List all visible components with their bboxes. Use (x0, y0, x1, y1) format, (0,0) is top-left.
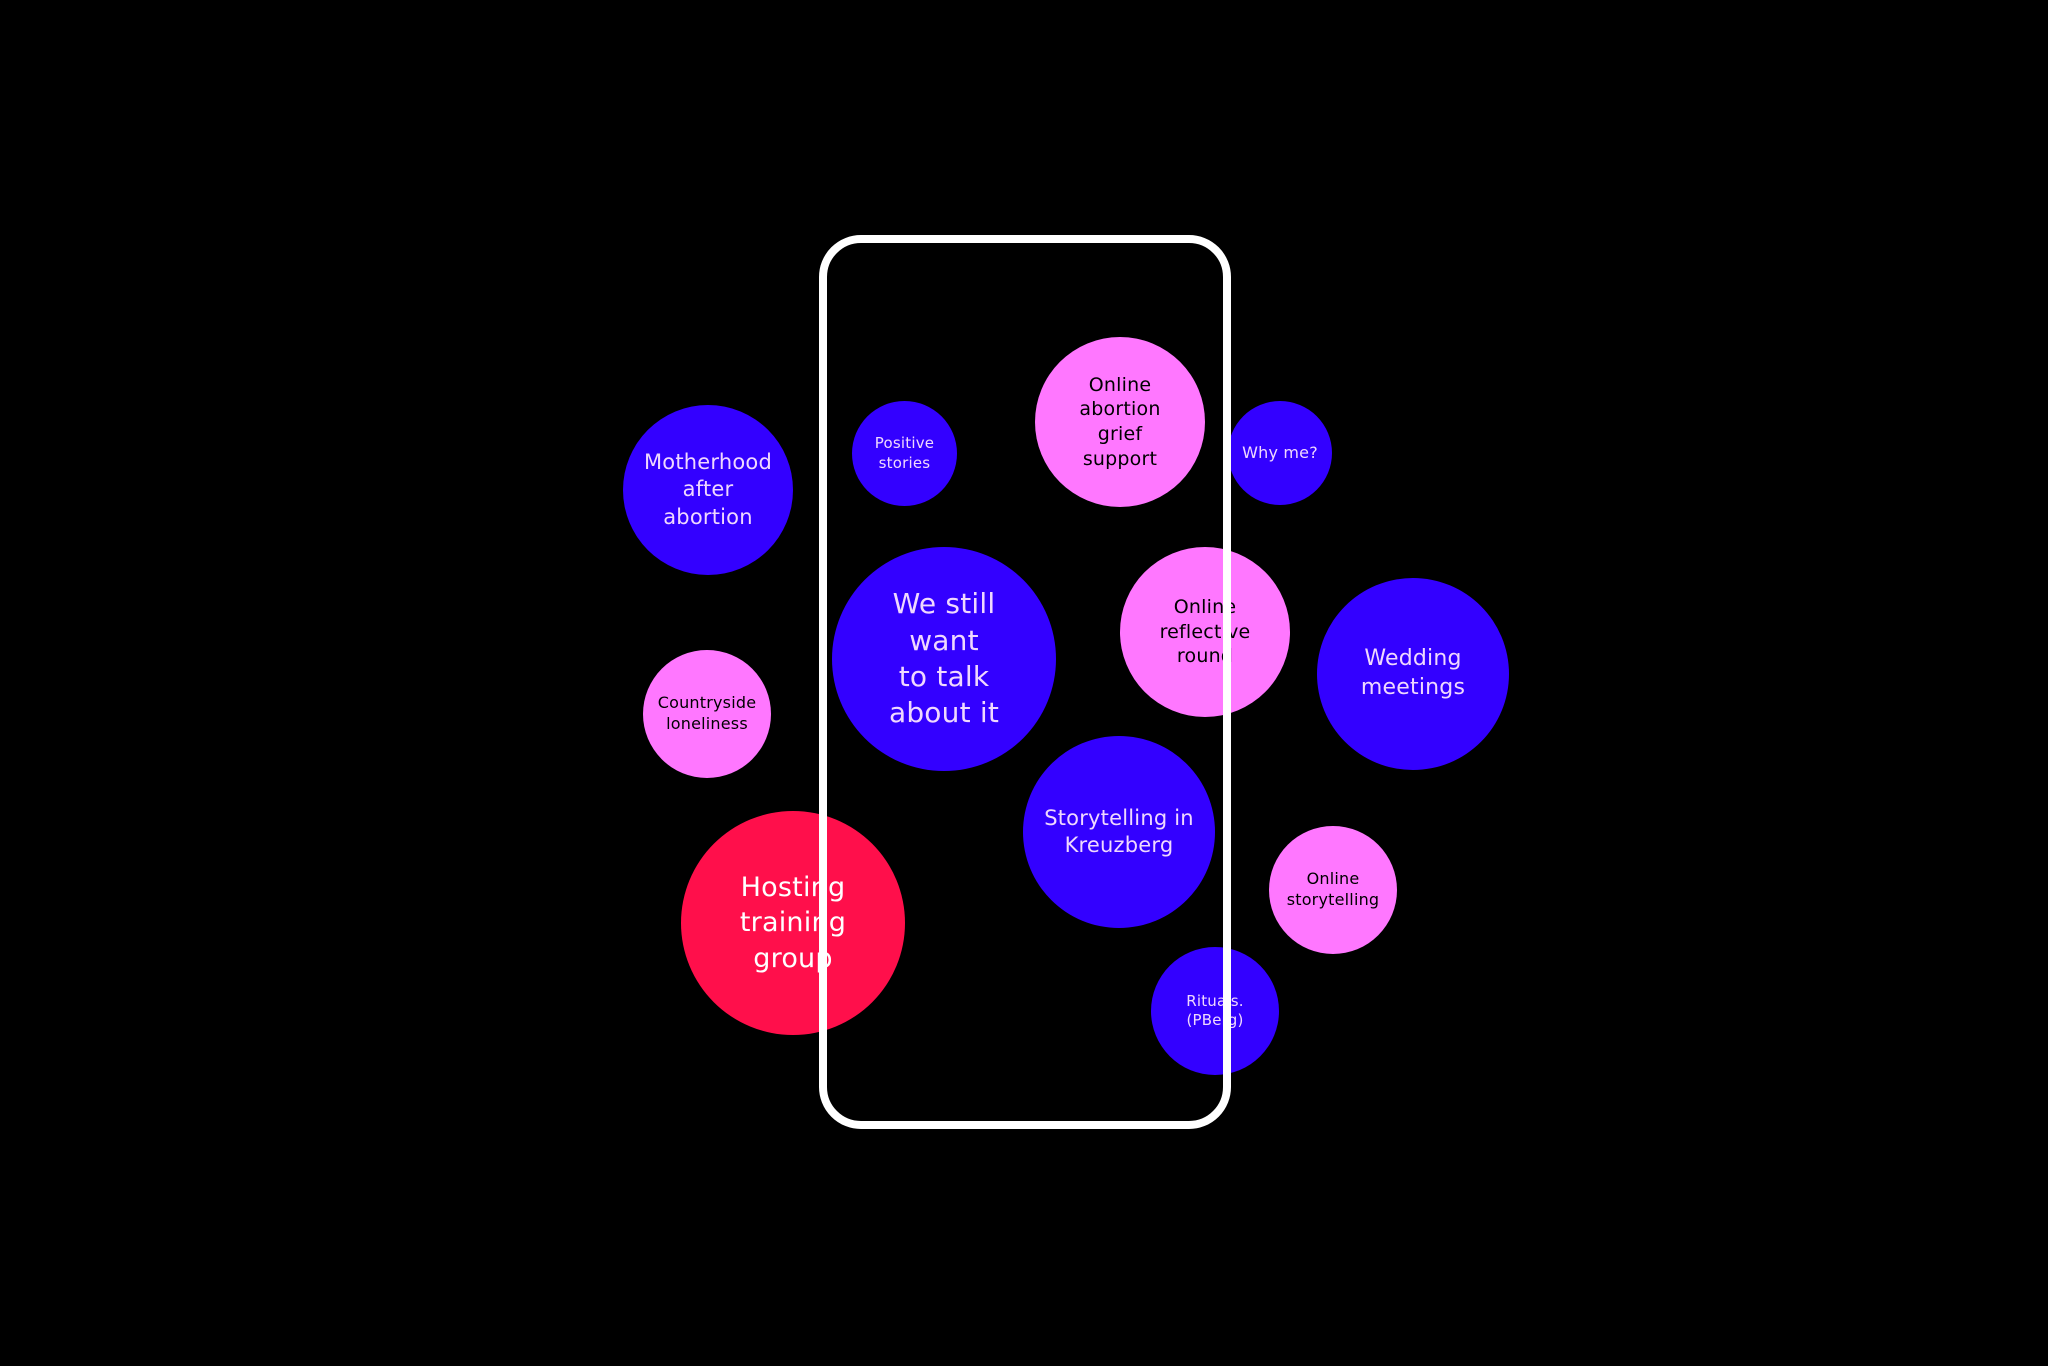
bubble-line: Wedding (1364, 646, 1462, 672)
bubble-label: Online storytelling (1287, 869, 1380, 911)
bubble-line: loneliness (666, 714, 748, 733)
bubble-label: Motherhood after abortion (644, 449, 772, 531)
bubble-line: about it (888, 696, 1000, 730)
bubble-label: Positive stories (875, 434, 934, 473)
bubble-line: reflective (1159, 620, 1251, 643)
bubble-label: Hosting training group (740, 870, 846, 975)
bubble-line: Storytelling in (1044, 805, 1194, 830)
bubble-line: (PBerg) (1186, 1011, 1244, 1029)
bubble-we-still-want-to-talk[interactable]: We still want to talk about it (832, 547, 1056, 771)
bubble-label: Storytelling in Kreuzberg (1044, 805, 1194, 860)
bubble-line: meetings (1360, 675, 1466, 700)
bubble-line: Kreuzberg (1064, 833, 1174, 857)
bubble-label: Wedding meetings (1361, 645, 1465, 702)
bubble-positive-stories[interactable]: Positive stories (852, 401, 957, 506)
bubble-line: training (739, 907, 847, 939)
bubble-line: stories (878, 453, 931, 472)
bubble-line: abortion (663, 504, 753, 529)
bubble-line: round (1176, 645, 1234, 668)
bubble-rituals-pberg[interactable]: Rituals. (PBerg) (1151, 947, 1279, 1075)
bubble-online-reflective-round[interactable]: Online reflective round (1120, 547, 1290, 717)
bubble-line: We still want (892, 587, 996, 657)
bubble-line: Online (1173, 595, 1237, 618)
bubble-motherhood-after-abortion[interactable]: Motherhood after abortion (623, 405, 793, 575)
bubble-countryside-loneliness[interactable]: Countryside loneliness (643, 650, 771, 778)
bubble-line: Rituals. (1186, 991, 1244, 1010)
bubble-label: We still want to talk about it (856, 586, 1032, 732)
bubble-online-abortion-grief-support[interactable]: Online abortion grief support (1035, 337, 1205, 507)
bubble-line: Motherhood (643, 450, 773, 475)
bubble-line: storytelling (1286, 890, 1380, 909)
bubble-line: Why me? (1242, 442, 1318, 462)
bubble-label: Why me? (1242, 443, 1318, 464)
bubble-line: support (1082, 447, 1158, 470)
bubble-line: after (682, 477, 734, 502)
bubble-wedding-meetings[interactable]: Wedding meetings (1317, 578, 1509, 770)
bubble-line: Online (1088, 373, 1152, 396)
bubble-line: Countryside (657, 693, 757, 713)
bubble-label: Online abortion grief support (1055, 373, 1185, 472)
bubble-storytelling-in-kreuzberg[interactable]: Storytelling in Kreuzberg (1023, 736, 1215, 928)
bubble-label: Countryside loneliness (658, 693, 757, 735)
bubble-hosting-training-group[interactable]: Hosting training group (681, 811, 905, 1035)
bubble-label: Rituals. (PBerg) (1186, 992, 1244, 1031)
bubble-line: Positive (874, 434, 935, 452)
bubble-why-me[interactable]: Why me? (1228, 401, 1332, 505)
bubble-online-storytelling[interactable]: Online storytelling (1269, 826, 1397, 954)
bubble-line: Hosting (740, 872, 846, 904)
bubble-label: Online reflective round (1160, 595, 1251, 669)
bubble-line: group (753, 942, 833, 974)
bubble-line: to talk (898, 660, 990, 693)
bubble-line: abortion grief (1079, 398, 1161, 445)
bubble-line: Online (1306, 869, 1360, 889)
